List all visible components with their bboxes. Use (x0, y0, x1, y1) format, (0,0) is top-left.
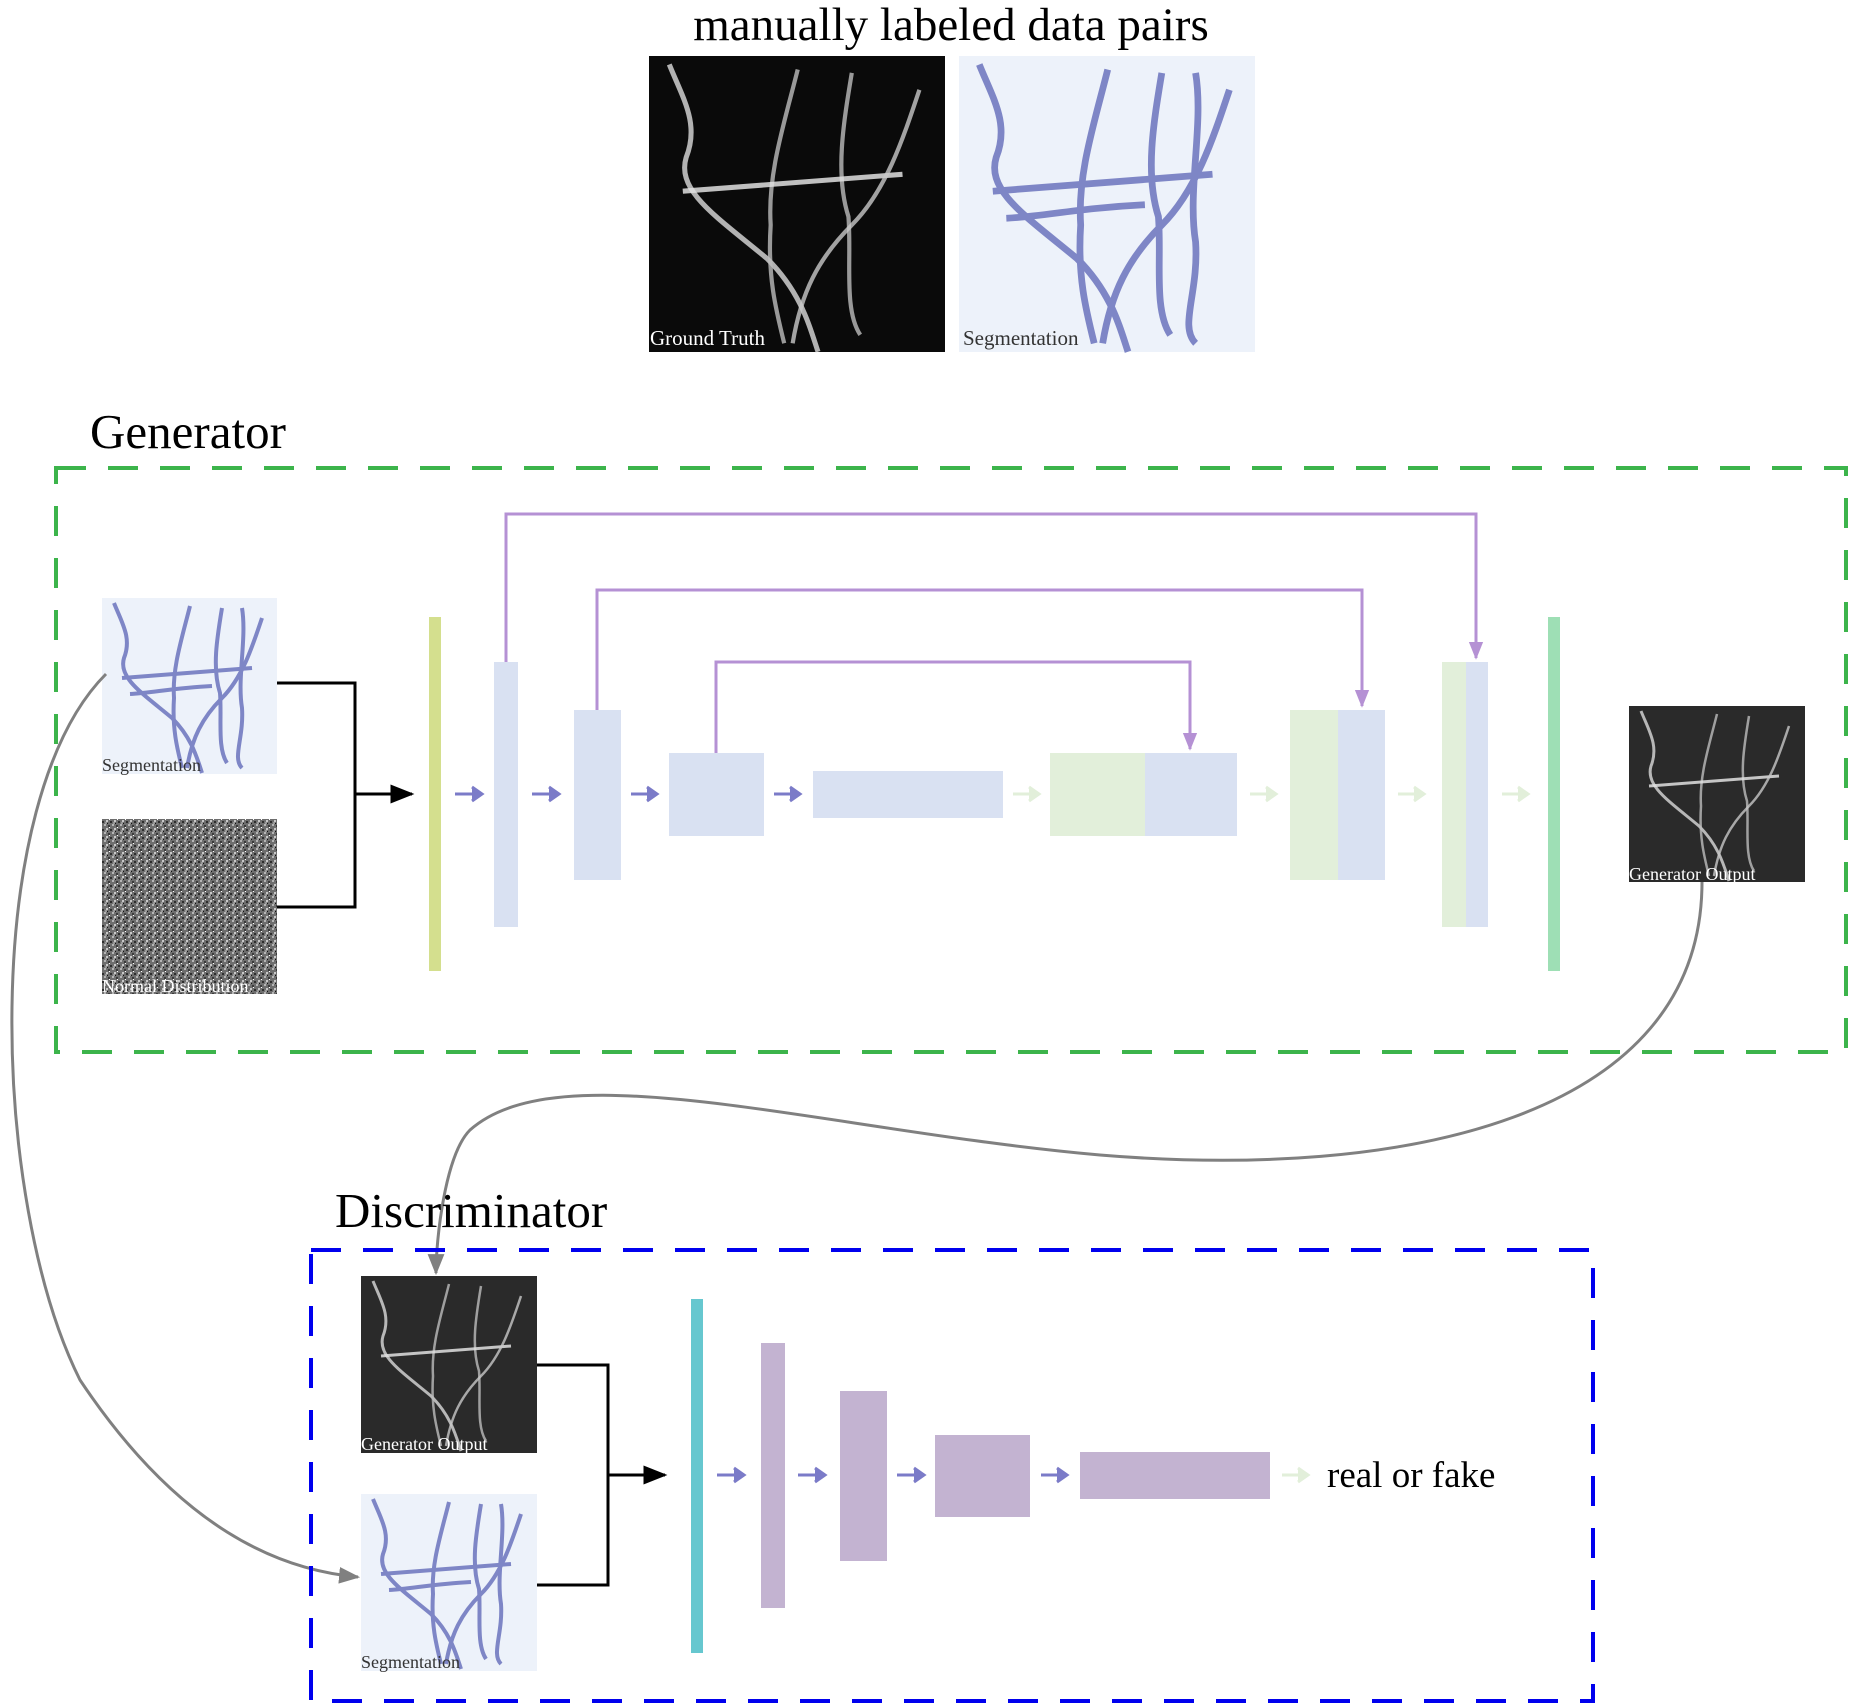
normal-distribution-input: Normal Distribution (102, 819, 277, 996)
segmentation-to-discriminator-arrow (10, 672, 361, 1584)
generator-title: Generator (90, 404, 286, 459)
discriminator-title: Discriminator (335, 1183, 607, 1238)
discriminator-input-bracket (537, 1363, 668, 1587)
generator-segmentation-input: Segmentation (102, 598, 277, 775)
generator-segmentation-caption: Segmentation (102, 755, 201, 775)
generator-output-caption: Generator Output (1629, 864, 1755, 884)
encoder-block-2 (574, 710, 621, 880)
decoder-block-2 (1290, 710, 1385, 880)
forward-arrow-faint (1502, 785, 1531, 803)
forward-arrow-faint (1250, 785, 1279, 803)
ground-truth-image: Ground Truth (649, 56, 945, 352)
skip-connection-1 (504, 512, 1484, 662)
discriminator-frame (309, 1248, 1595, 1703)
generator-to-discriminator-arrow (427, 881, 1704, 1276)
bottleneck-block (813, 771, 1003, 818)
forward-arrow (798, 1466, 828, 1484)
skip-connection-2 (595, 588, 1370, 710)
forward-arrow (774, 785, 803, 803)
generator-input-layer (429, 617, 441, 971)
decoder-block-1 (1050, 753, 1237, 836)
discriminator-generator-output-input: Generator Output (361, 1276, 537, 1454)
encoder-block-1 (494, 662, 518, 927)
forward-arrow-faint (1013, 785, 1042, 803)
generator-input-bracket (277, 681, 415, 909)
forward-arrow (631, 785, 660, 803)
segmentation-image-top: Segmentation (959, 56, 1255, 352)
discriminator-segmentation-input: Segmentation (361, 1494, 537, 1672)
encoder-block-3 (669, 753, 764, 836)
skip-connection-3 (714, 660, 1198, 753)
forward-arrow-faint (1398, 785, 1427, 803)
forward-arrow (717, 1466, 747, 1484)
decoder-block-3 (1442, 662, 1488, 927)
generator-output-layer (1548, 617, 1560, 971)
segmentation-caption-top: Segmentation (963, 326, 1079, 350)
real-or-fake-label: real or fake (1327, 1455, 1495, 1496)
discriminator-input-layer (691, 1299, 703, 1653)
discriminator-generator-output-caption: Generator Output (361, 1434, 487, 1454)
forward-arrow (1041, 1466, 1070, 1484)
discriminator-block-4 (1080, 1452, 1270, 1499)
discriminator-block-2 (840, 1391, 887, 1561)
discriminator-block-3 (935, 1435, 1030, 1517)
forward-arrow (897, 1466, 927, 1484)
ground-truth-caption: Ground Truth (650, 326, 765, 350)
top-title: manually labeled data pairs (693, 0, 1209, 51)
discriminator-segmentation-caption: Segmentation (361, 1652, 460, 1672)
forward-arrow-faint (1282, 1466, 1311, 1484)
forward-arrow (532, 785, 562, 803)
generator-output-image: Generator Output (1629, 706, 1805, 884)
normal-distribution-caption: Normal Distribution (102, 976, 249, 996)
generator-frame (54, 466, 1848, 1054)
forward-arrow (455, 785, 485, 803)
discriminator-block-1 (761, 1343, 785, 1608)
